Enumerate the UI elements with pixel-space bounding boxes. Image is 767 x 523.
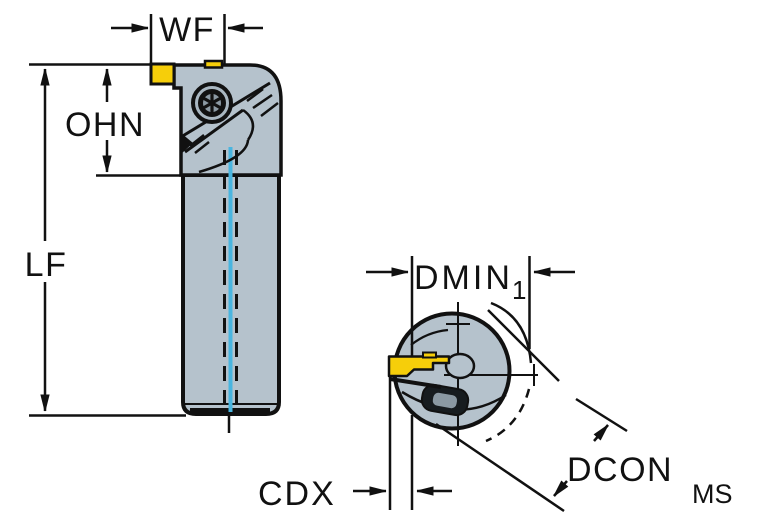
- dcon-tick-upper: [575, 397, 628, 433]
- screw-end-view: [420, 383, 470, 417]
- wf-label: WF: [159, 11, 215, 49]
- torx-screw: [191, 82, 233, 124]
- insert-bump: [422, 351, 437, 359]
- dcon-arrow-upper: [593, 424, 609, 442]
- dmin-subscript: 1: [512, 275, 526, 305]
- lf-label: LF: [25, 246, 68, 284]
- dcon-subscript: MS: [692, 479, 733, 509]
- hatch-mark: [252, 93, 273, 110]
- hatch-mark: [260, 102, 279, 117]
- insert-support-edge: [389, 377, 442, 389]
- end-view: DMIN 1 CDX DCON MS: [258, 256, 733, 513]
- dmin-label: DMIN: [414, 259, 513, 297]
- cdx-label: CDX: [258, 475, 336, 513]
- insert-end-view: [387, 355, 451, 378]
- insert-side-view: [149, 62, 176, 86]
- rotation-arc-solid: [490, 301, 533, 364]
- dcon-label: DCON: [567, 451, 673, 489]
- dcon-tangent-lower: [435, 422, 565, 513]
- rotation-arc-dashed: [485, 388, 531, 443]
- dcon-tangent-upper: [487, 309, 560, 382]
- hatch-mark: [246, 88, 264, 102]
- pocket-shadow: [181, 133, 193, 154]
- hatch-mark: [194, 141, 210, 154]
- dcon-arrow-lower: [553, 480, 569, 497]
- screw-center-dot: [209, 100, 215, 106]
- pocket-curve: [242, 108, 255, 141]
- hatch-mark: [189, 134, 205, 147]
- pocket-curve2: [198, 139, 250, 174]
- screw-highlight: [432, 392, 458, 409]
- side-view: WF OHN LF: [25, 11, 283, 433]
- pocket-edge-line2: [184, 108, 244, 154]
- inner-top-arc: [410, 328, 449, 346]
- ohn-label: OHN: [65, 106, 145, 144]
- insert-top-edge: [203, 59, 224, 69]
- clamp-knob: [444, 352, 476, 380]
